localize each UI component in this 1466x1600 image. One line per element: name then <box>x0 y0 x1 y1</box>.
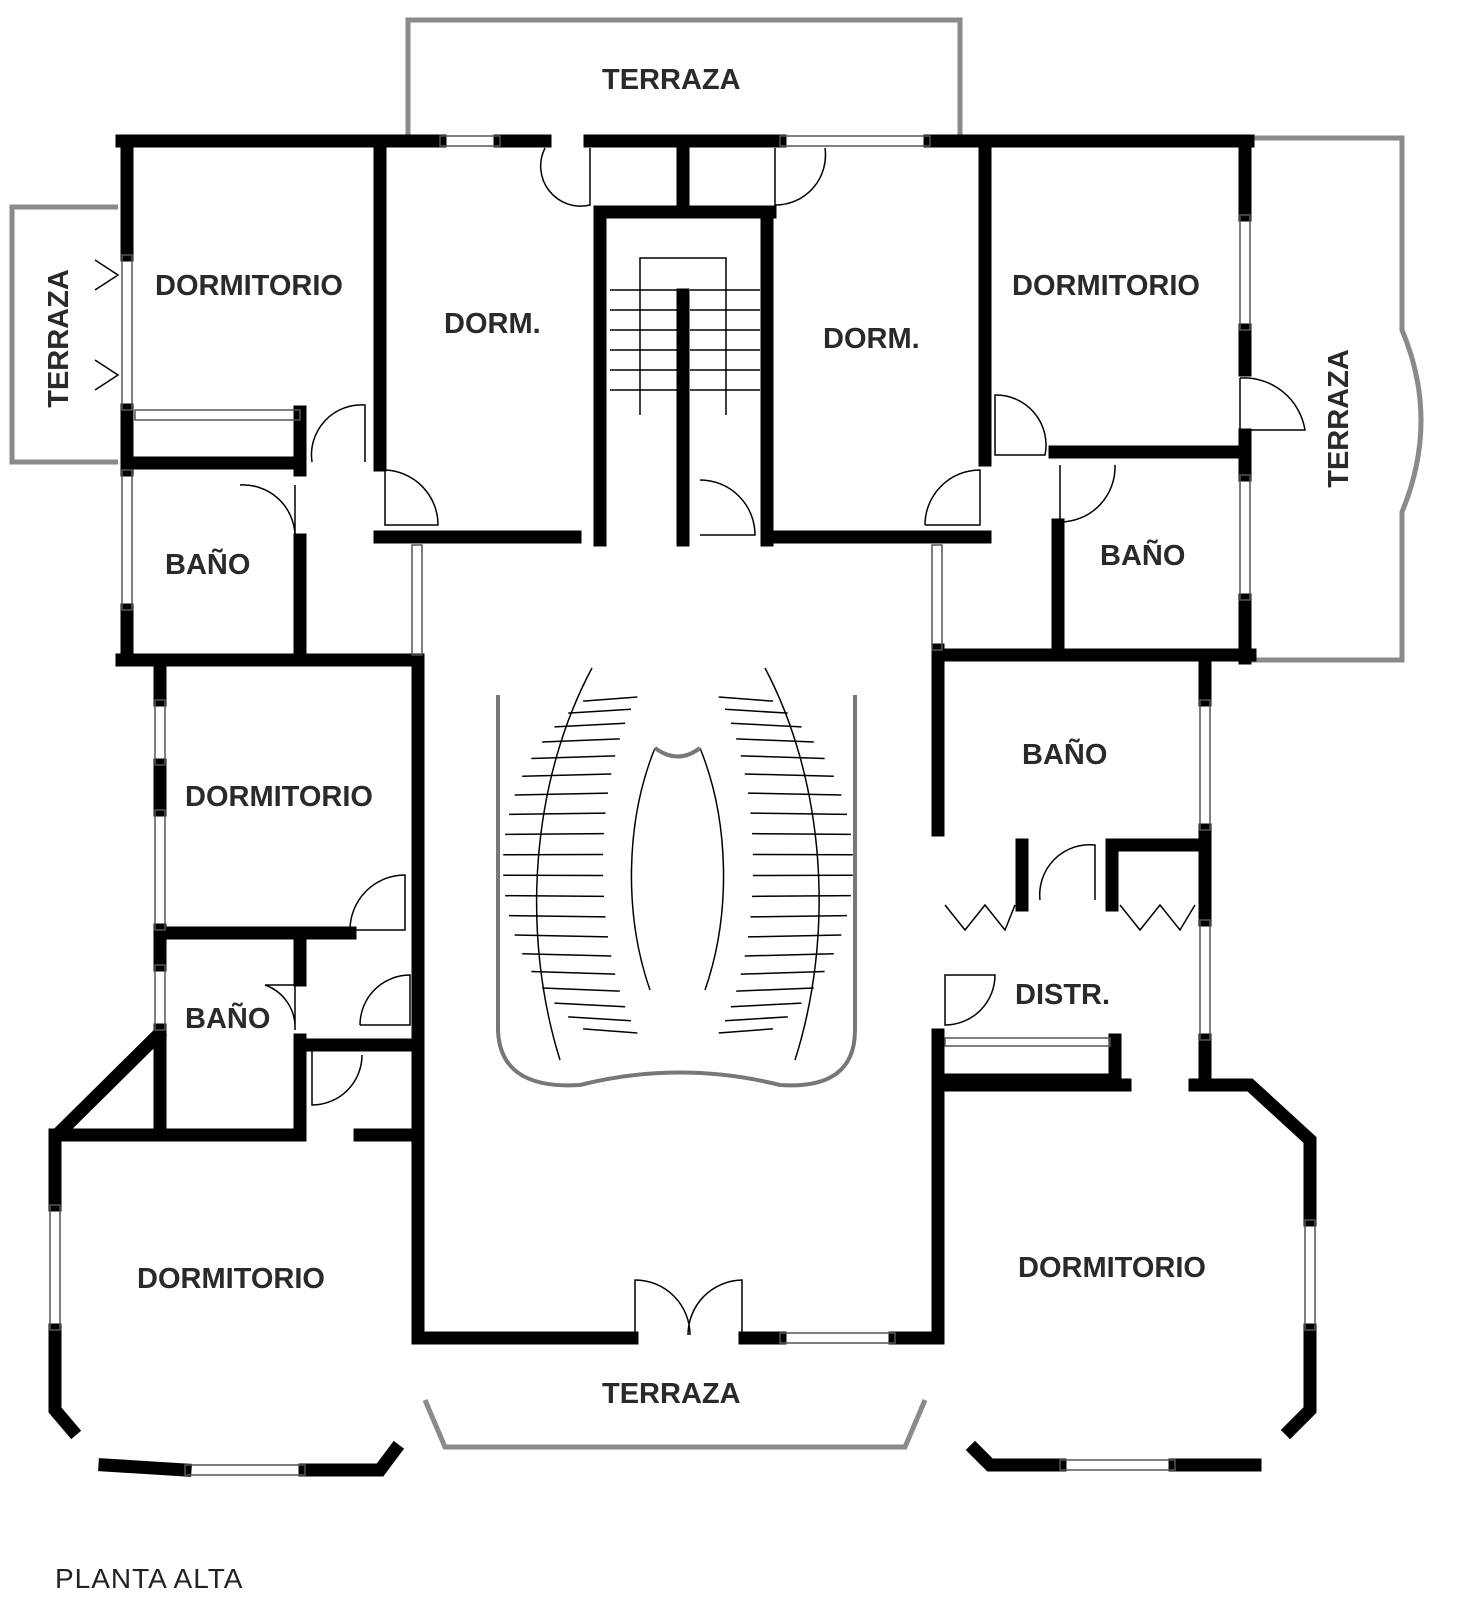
stair-step <box>568 708 631 714</box>
service-staircase <box>610 257 760 415</box>
room-label-terraza-top: TERRAZA <box>602 64 741 96</box>
stair-step <box>505 894 604 898</box>
room-label-terraza-left: TERRAZA <box>42 269 75 408</box>
windows <box>49 135 1316 1476</box>
stair-step <box>744 952 834 957</box>
stair-step <box>750 914 848 918</box>
stair-step <box>531 970 616 975</box>
stair-step <box>740 970 825 975</box>
stair-step <box>531 755 616 760</box>
stair-step <box>747 792 842 796</box>
room-label-dormitorio-top-left: DORMITORIO <box>155 270 343 302</box>
room-label-terraza-right: TERRAZA <box>1322 349 1355 488</box>
stair-step <box>752 832 851 836</box>
stair-step <box>508 914 606 918</box>
stair-step <box>522 952 612 957</box>
stair-step <box>736 738 814 743</box>
terrace-bottom-outline <box>422 1399 928 1450</box>
room-label-dormitorio-bottom-right: DORMITORIO <box>1018 1252 1206 1284</box>
doors <box>94 147 1306 1336</box>
terrace-outlines <box>9 17 1424 1450</box>
stair-step <box>514 792 609 796</box>
stair-step <box>730 1002 802 1008</box>
terrace-top-outline <box>405 17 963 135</box>
stair-step <box>725 1016 788 1022</box>
room-label-dormitorio-bottom-left: DORMITORIO <box>137 1263 325 1295</box>
stair-edges <box>535 667 820 1061</box>
stair-step <box>752 894 851 898</box>
stair-step <box>542 987 620 992</box>
room-label-bano-left-mid: BAÑO <box>185 1003 271 1035</box>
stair-step <box>730 722 802 728</box>
stair-step <box>725 708 788 714</box>
stair-step <box>505 832 604 836</box>
stair-well-outline <box>496 695 857 1088</box>
room-label-terraza-bottom: TERRAZA <box>602 1378 741 1410</box>
terrace-left-outline <box>9 204 118 465</box>
terrace-right-outline <box>1250 135 1424 663</box>
stair-step <box>568 1016 631 1022</box>
stair-step <box>747 934 842 938</box>
walls <box>48 134 1317 1477</box>
stair-step <box>750 812 848 816</box>
stair-step <box>554 722 626 728</box>
stair-landing <box>653 746 702 759</box>
stair-step <box>736 987 814 992</box>
stair-step <box>718 696 773 702</box>
stair-handrail <box>639 257 727 415</box>
room-label-bano-left-top: BAÑO <box>165 549 251 581</box>
plan-title: PLANTA ALTA <box>55 1563 244 1594</box>
room-label-dorm-center-right: DORM. <box>823 323 920 355</box>
stair-step <box>583 696 638 702</box>
room-label-dorm-center-left: DORM. <box>444 308 541 340</box>
stair-step <box>522 773 612 778</box>
room-label-dormitorio-top-right: DORMITORIO <box>1012 270 1200 302</box>
stair-step <box>740 755 825 760</box>
room-label-distr: DISTR. <box>1015 979 1111 1011</box>
room-label-bano-right-mid: BAÑO <box>1022 739 1108 771</box>
room-label-dormitorio-mid-left: DORMITORIO <box>185 781 373 813</box>
stair-step <box>514 934 609 938</box>
stair-step <box>508 812 606 816</box>
stair-step <box>744 773 834 778</box>
room-label-bano-right-top: BAÑO <box>1100 540 1186 572</box>
main-staircase <box>496 667 857 1088</box>
stair-step <box>583 1028 638 1034</box>
stair-step <box>542 738 620 743</box>
stair-step <box>718 1028 773 1034</box>
stair-step <box>554 1002 626 1008</box>
